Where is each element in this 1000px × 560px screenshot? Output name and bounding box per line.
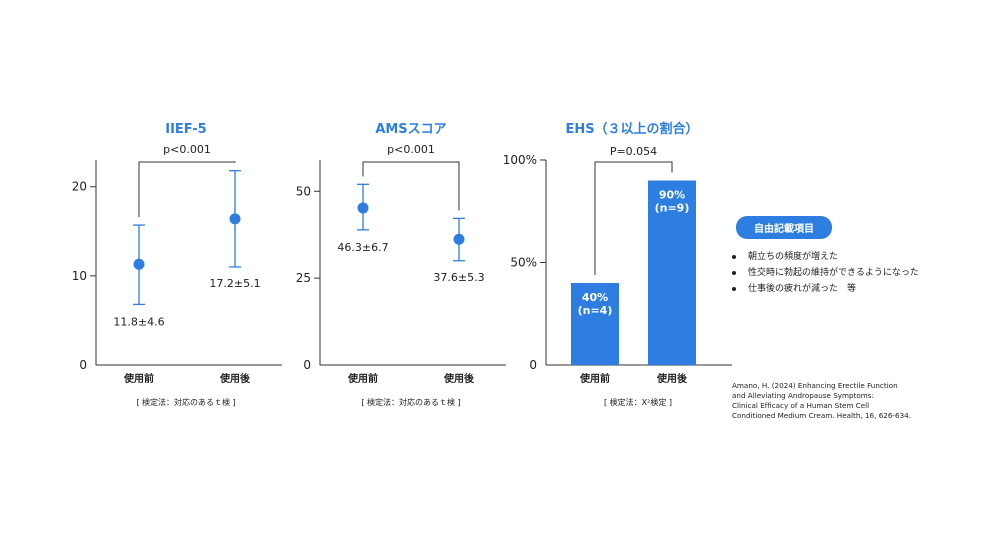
category-label: 使用前	[347, 372, 378, 385]
p-value: p<0.001	[163, 143, 211, 156]
significance-bracket	[138, 161, 236, 218]
bar	[648, 180, 696, 365]
y-tick-label: 50%	[510, 256, 537, 270]
bar-n-label: (n=9)	[655, 202, 690, 215]
citation: Amano, H. (2024) Enhancing Erectile Func…	[732, 381, 992, 421]
significance-bracket	[362, 161, 460, 211]
bar-value-label: 40%	[582, 291, 608, 304]
data-label: 11.8±4.6	[113, 315, 164, 328]
test-method-note: [ 検定法：対応のあるｔ検 ]	[136, 397, 235, 407]
free-text-badge: 自由記載項目	[736, 216, 832, 239]
test-method-note: [ 検定法：X²検定 ]	[604, 397, 672, 407]
bar-n-label: (n=4)	[578, 304, 613, 317]
mean-point	[229, 213, 241, 225]
p-value: P=0.054	[610, 145, 657, 158]
data-label: 17.2±5.1	[209, 277, 260, 290]
chart-title: IIEF-5	[165, 122, 206, 137]
p-value: p<0.001	[387, 143, 435, 156]
y-tick-label: 100%	[503, 153, 537, 167]
category-label: 使用後	[656, 372, 688, 385]
citation-line: and Alleviating Andropause Symptoms:	[732, 391, 874, 400]
category-label: 使用後	[219, 372, 251, 385]
category-label: 使用前	[123, 372, 154, 385]
category-label: 使用前	[579, 372, 610, 385]
free-text-list: 朝立ちの頻度が増えた 性交時に勃起の維持ができるようになった 仕事後の疲れが減っ…	[728, 249, 990, 297]
mean-point	[453, 233, 465, 245]
free-text-item: 仕事後の疲れが減った 等	[728, 281, 990, 297]
mean-point	[133, 258, 145, 270]
y-tick-label: 0	[79, 358, 87, 372]
bar	[571, 283, 619, 365]
data-label: 46.3±6.7	[337, 241, 388, 254]
mean-point	[357, 202, 369, 214]
y-tick-label: 0	[303, 358, 311, 372]
y-tick-label: 25	[296, 271, 311, 285]
y-tick-label: 10	[72, 269, 87, 283]
y-tick-label: 50	[296, 184, 311, 198]
data-label: 37.6±5.3	[433, 271, 484, 284]
test-method-note: [ 検定法：対応のあるｔ検 ]	[361, 397, 460, 407]
citation-line: Clinical Efficacy of a Human Stem Cell	[732, 401, 870, 410]
citation-line: Amano, H. (2024) Enhancing Erectile Func…	[732, 381, 898, 390]
citation-line: Conditioned Medium Cream. Health, 16, 62…	[732, 411, 912, 420]
significance-bracket	[594, 161, 673, 275]
category-label: 使用後	[443, 372, 475, 385]
y-tick-label: 20	[72, 180, 87, 194]
free-text-item: 朝立ちの頻度が増えた	[728, 249, 990, 265]
bar-value-label: 90%	[659, 189, 685, 202]
chart-title: EHS（３以上の割合）	[565, 121, 698, 137]
y-tick-label: 0	[529, 358, 537, 372]
free-text-panel: 自由記載項目 朝立ちの頻度が増えた 性交時に勃起の維持ができるようになった 仕事…	[728, 216, 990, 297]
chart-title: AMSスコア	[375, 122, 446, 137]
free-text-item: 性交時に勃起の維持ができるようになった	[728, 265, 990, 281]
